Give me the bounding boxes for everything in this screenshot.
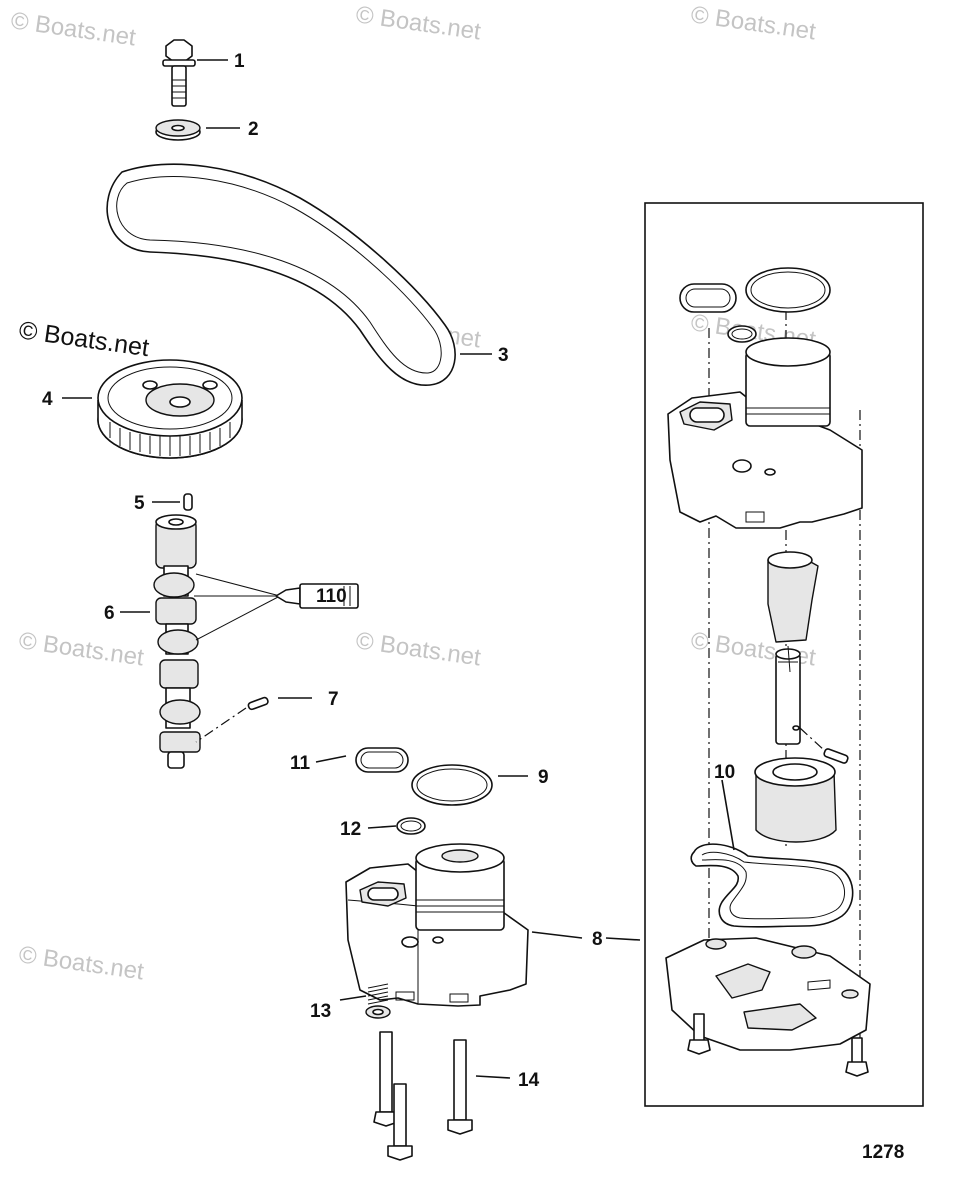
bolt-part-1 xyxy=(162,39,196,107)
callout-8: 8 xyxy=(592,929,603,950)
figure-number: 1278 xyxy=(862,1142,904,1163)
small-o-ring-part-12 xyxy=(396,817,426,835)
callout-5: 5 xyxy=(134,493,145,514)
watermark: © Boats.net xyxy=(354,627,483,671)
callout-3: 3 xyxy=(498,345,509,366)
washer-part-2 xyxy=(155,119,201,141)
watermark: © Boats.net xyxy=(9,7,138,51)
callout-13: 13 xyxy=(310,1001,331,1022)
oil-pump-housing-part-8 xyxy=(345,843,529,1007)
oval-seal-part-11 xyxy=(355,747,409,773)
callout-7: 7 xyxy=(328,689,339,710)
pump-exploded-subassembly xyxy=(665,267,871,1077)
sealant-tube-label: 110 xyxy=(316,586,347,607)
watermark: © Boats.net xyxy=(17,941,146,985)
camshaft-part-6 xyxy=(153,514,201,769)
watermark: © Boats.net xyxy=(689,1,818,45)
dowel-pin-part-5 xyxy=(183,493,193,511)
callout-12: 12 xyxy=(340,819,361,840)
roll-pin-part-7 xyxy=(195,696,269,743)
sealant-tube-110: 110 xyxy=(194,573,359,641)
o-ring-part-9 xyxy=(411,764,493,806)
watermark: © Boats.net xyxy=(354,1,483,45)
watermark: © Boats.net xyxy=(17,627,146,671)
relief-spring-part-13 xyxy=(365,983,391,1019)
callout-1: 1 xyxy=(234,51,245,72)
timing-belt-part-3 xyxy=(106,163,456,386)
callout-9: 9 xyxy=(538,767,549,788)
long-bolts-part-14 xyxy=(373,1031,473,1161)
callout-2: 2 xyxy=(248,119,259,140)
callout-10: 10 xyxy=(714,762,735,783)
leader-lines xyxy=(62,59,735,1079)
cam-sprocket-part-4 xyxy=(97,359,243,459)
callout-14: 14 xyxy=(518,1070,540,1091)
callout-4: 4 xyxy=(42,389,53,410)
subassembly-frame xyxy=(644,202,924,1107)
callout-labels: 1 2 3 4 5 6 7 8 9 10 11 12 13 14 1278 xyxy=(42,51,904,1163)
watermark-main: © Boats.net xyxy=(17,316,151,362)
callout-6: 6 xyxy=(104,603,115,624)
callout-11: 11 xyxy=(290,753,311,774)
